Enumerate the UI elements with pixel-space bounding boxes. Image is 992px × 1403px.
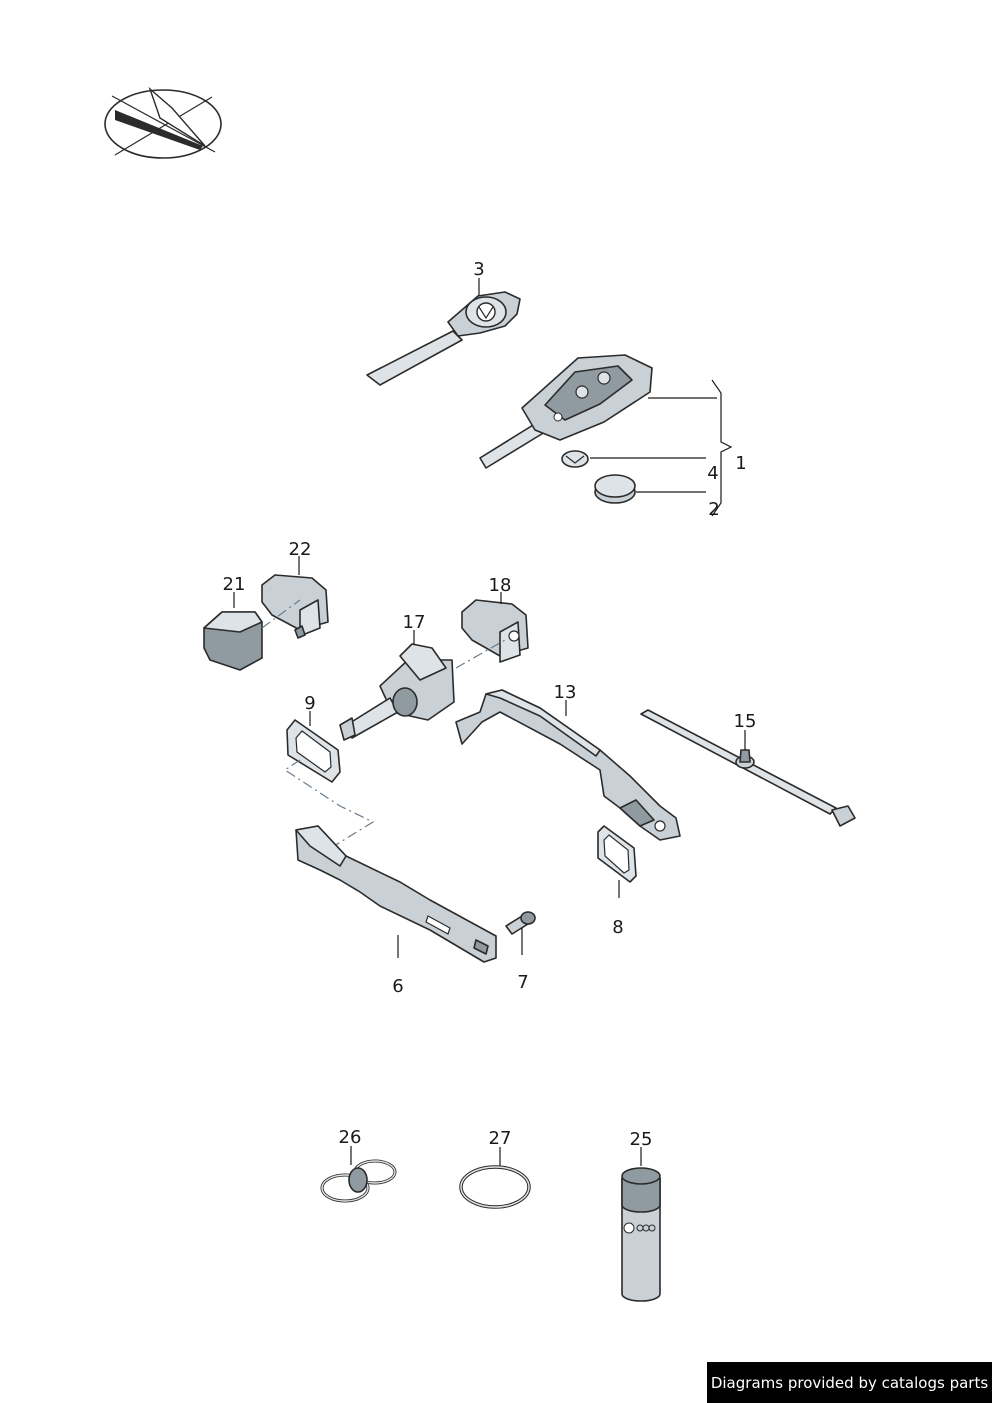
part-handle-bracket <box>295 825 497 963</box>
label-part-9: 9 <box>304 693 315 714</box>
label-part-17: 17 <box>403 612 426 633</box>
label-part-15: 15 <box>734 711 757 732</box>
part-cover-cap-22 <box>261 574 329 639</box>
label-part-22: 22 <box>289 539 312 560</box>
label-part-2: 2 <box>708 499 719 520</box>
part-cable-tie <box>640 709 856 827</box>
part-ring <box>459 1165 531 1209</box>
part-gasket-8 <box>597 825 637 883</box>
label-part-21: 21 <box>223 574 246 595</box>
part-cover-18 <box>461 599 529 663</box>
label-part-1: 1 <box>735 453 746 474</box>
part-oring-set <box>320 1159 397 1203</box>
part-emblem <box>561 450 589 468</box>
credit-banner: Diagrams provided by catalogs parts <box>707 1362 992 1403</box>
label-part-4: 4 <box>707 463 718 484</box>
part-gasket-9 <box>286 719 341 783</box>
label-part-25: 25 <box>630 1129 653 1150</box>
label-part-3: 3 <box>473 259 484 280</box>
part-door-handle <box>455 689 681 841</box>
orientation-compass-icon <box>104 86 222 159</box>
label-part-7: 7 <box>517 972 528 993</box>
label-part-6: 6 <box>392 976 403 997</box>
label-part-13: 13 <box>554 682 577 703</box>
label-part-27: 27 <box>489 1128 512 1149</box>
label-part-18: 18 <box>489 575 512 596</box>
part-cap-21 <box>203 611 263 671</box>
label-part-8: 8 <box>612 917 623 938</box>
part-lock-cylinder <box>339 643 455 741</box>
label-part-26: 26 <box>339 1127 362 1148</box>
part-grease-tube <box>621 1167 661 1302</box>
part-remote-key <box>479 354 653 469</box>
part-battery <box>594 474 636 504</box>
part-key-blade <box>366 291 521 386</box>
part-screw <box>505 911 536 935</box>
